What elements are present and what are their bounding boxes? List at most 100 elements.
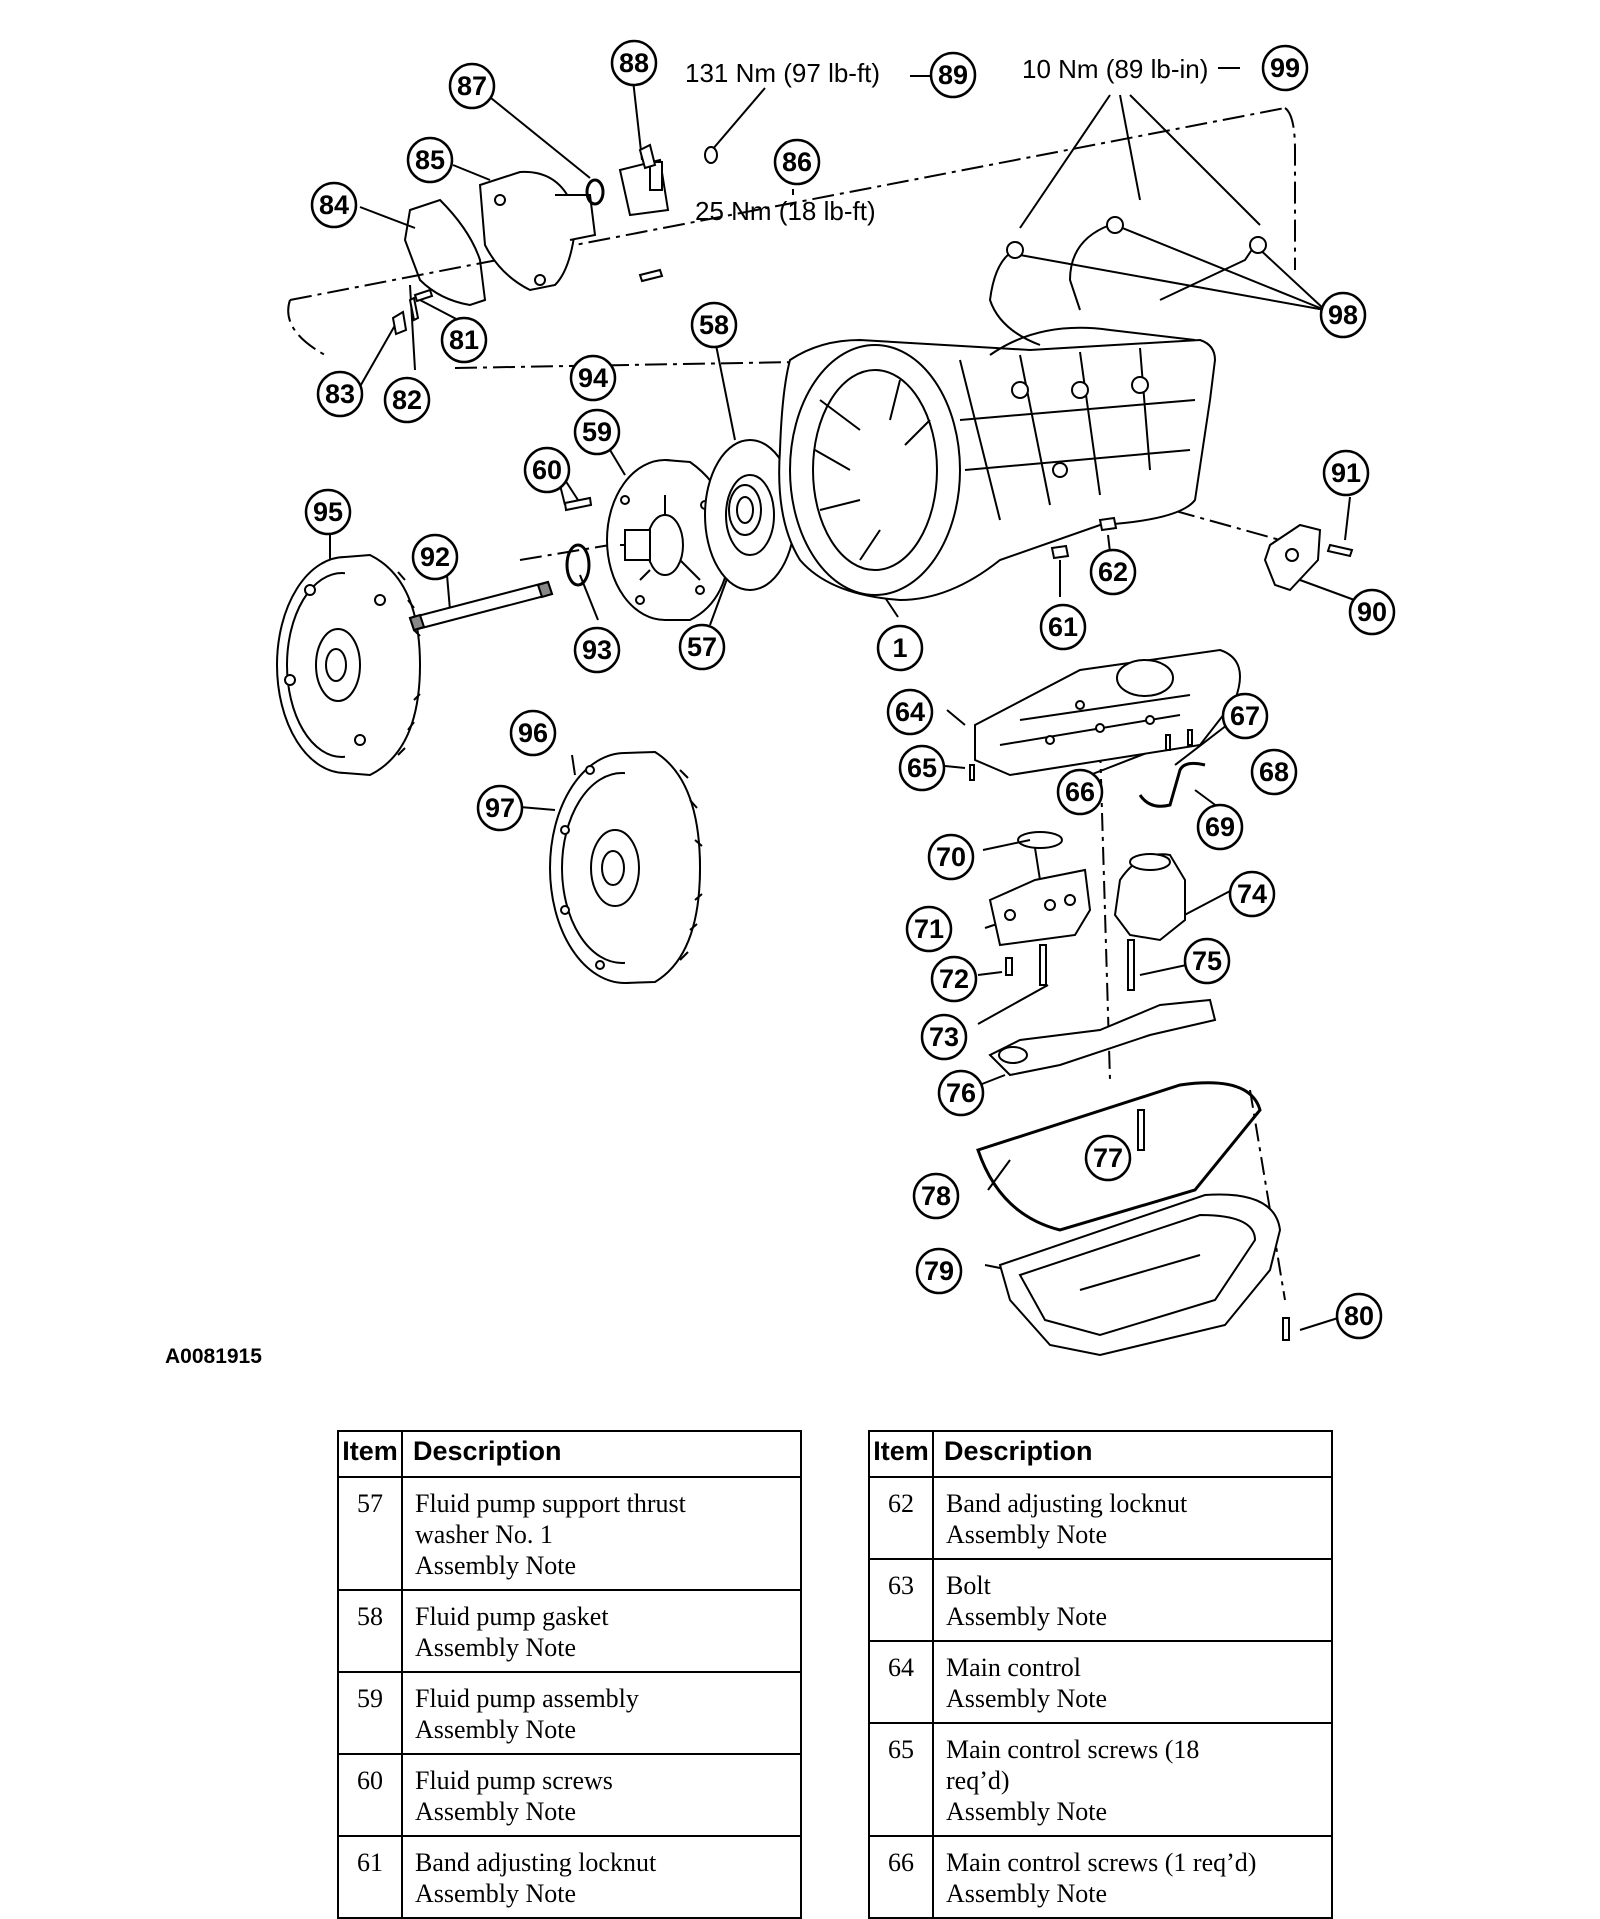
- callout-number: 66: [1065, 777, 1095, 807]
- callout-circle: [1319, 291, 1367, 339]
- description-line: Assembly Note: [415, 1797, 577, 1826]
- input-shaft-92: [408, 580, 554, 632]
- callout-97: 97: [476, 784, 524, 832]
- item-number-cell: 59: [337, 1671, 403, 1755]
- description-line: Assembly Note: [415, 1633, 577, 1662]
- callout-72: 72: [930, 955, 978, 1003]
- callout-number: 65: [907, 753, 937, 783]
- item-number-cell: 57: [337, 1476, 403, 1591]
- callout-circle: [1221, 692, 1269, 740]
- torque-spec-99: 10 Nm (89 lb-in): [1022, 54, 1208, 84]
- callout-70: 70: [927, 833, 975, 881]
- callout-circle: [929, 51, 977, 99]
- callout-circle: [1039, 603, 1087, 651]
- callout-circle: [678, 623, 726, 671]
- description-line: Assembly Note: [946, 1797, 1108, 1826]
- callout-57: 57: [678, 623, 726, 671]
- figure-id: A0081915: [165, 1345, 262, 1368]
- callout-circle: [509, 709, 557, 757]
- callout-circle: [1228, 870, 1276, 918]
- callout-number: 76: [946, 1078, 976, 1108]
- description-line: Assembly Note: [415, 1879, 577, 1908]
- callout-75: 75: [1183, 937, 1231, 985]
- callout-80: 80: [1335, 1292, 1383, 1340]
- description-column-header: Description: [932, 1430, 1333, 1478]
- callout-circle: [383, 376, 431, 424]
- callout-circle: [569, 354, 617, 402]
- description-line: Band adjusting locknut: [946, 1489, 1188, 1518]
- callout-number: 97: [485, 793, 515, 823]
- description-line: Main control: [946, 1653, 1082, 1682]
- callout-number: 64: [895, 697, 925, 727]
- callout-number: 87: [457, 71, 487, 101]
- oil-pan-79: [998, 1193, 1282, 1357]
- parts-81-82-83: [391, 288, 434, 336]
- description-column-header: Description: [401, 1430, 802, 1478]
- thrust-washer-57: [728, 484, 762, 536]
- flange-88: [618, 143, 670, 217]
- filter-70: [1017, 831, 1063, 881]
- callout-circle: [1056, 768, 1104, 816]
- bolt-75: [1127, 939, 1135, 991]
- item-number-cell: 58: [337, 1589, 403, 1673]
- callout-85: 85: [406, 136, 454, 184]
- callout-60: 60: [523, 446, 571, 494]
- callout-62: 62: [1089, 548, 1137, 596]
- callout-number: 73: [929, 1022, 959, 1052]
- callout-88: 88: [610, 39, 658, 87]
- callout-number: 98: [1328, 300, 1358, 330]
- callout-number: 59: [582, 417, 612, 447]
- callout-90: 90: [1348, 588, 1396, 636]
- callout-circle: [1089, 548, 1137, 596]
- gasket-84: [403, 198, 487, 307]
- callout-circle: [927, 833, 975, 881]
- nut-89: [704, 146, 718, 164]
- callout-73: 73: [920, 1013, 968, 1061]
- callout-circle: [610, 39, 658, 87]
- callout-94: 94: [569, 354, 617, 402]
- table-header-row: Item Description: [868, 1430, 1333, 1478]
- item-number-cell: 62: [868, 1476, 934, 1560]
- callout-78: 78: [912, 1172, 960, 1220]
- item-number-cell: 63: [868, 1558, 934, 1642]
- callout-84: 84: [310, 181, 358, 229]
- callout-circle: [1183, 937, 1231, 985]
- callout-number: 86: [782, 147, 812, 177]
- callout-circle: [912, 1172, 960, 1220]
- callout-number: 74: [1237, 879, 1267, 909]
- callout-circle: [316, 370, 364, 418]
- callout-circle: [310, 181, 358, 229]
- callout-59: 59: [573, 408, 621, 456]
- callout-number: 93: [582, 635, 612, 665]
- description-line: Fluid pump screws: [415, 1766, 613, 1795]
- description-line: Bolt: [946, 1571, 991, 1600]
- callout-number: 94: [578, 363, 608, 393]
- callout-number: 62: [1098, 557, 1128, 587]
- transmission-case-1: [778, 326, 1217, 602]
- callout-circle: [937, 1069, 985, 1117]
- filter-76: [988, 998, 1217, 1077]
- callout-number: 1: [892, 633, 907, 663]
- callout-circle: [523, 446, 571, 494]
- callout-circle: [1348, 588, 1396, 636]
- callout-96: 96: [509, 709, 557, 757]
- callout-number: 81: [449, 325, 479, 355]
- item-number-cell: 65: [868, 1722, 934, 1837]
- description-line: Assembly Note: [946, 1520, 1108, 1549]
- callout-circle: [406, 136, 454, 184]
- callout-number: 78: [921, 1181, 951, 1211]
- callout-bubbles: 1575859606162646566676869707172737475767…: [304, 39, 1396, 1340]
- callout-92: 92: [411, 533, 459, 581]
- valve-body-71: [988, 868, 1092, 947]
- callout-number: 61: [1048, 612, 1078, 642]
- bolts-72-73: [1005, 944, 1047, 986]
